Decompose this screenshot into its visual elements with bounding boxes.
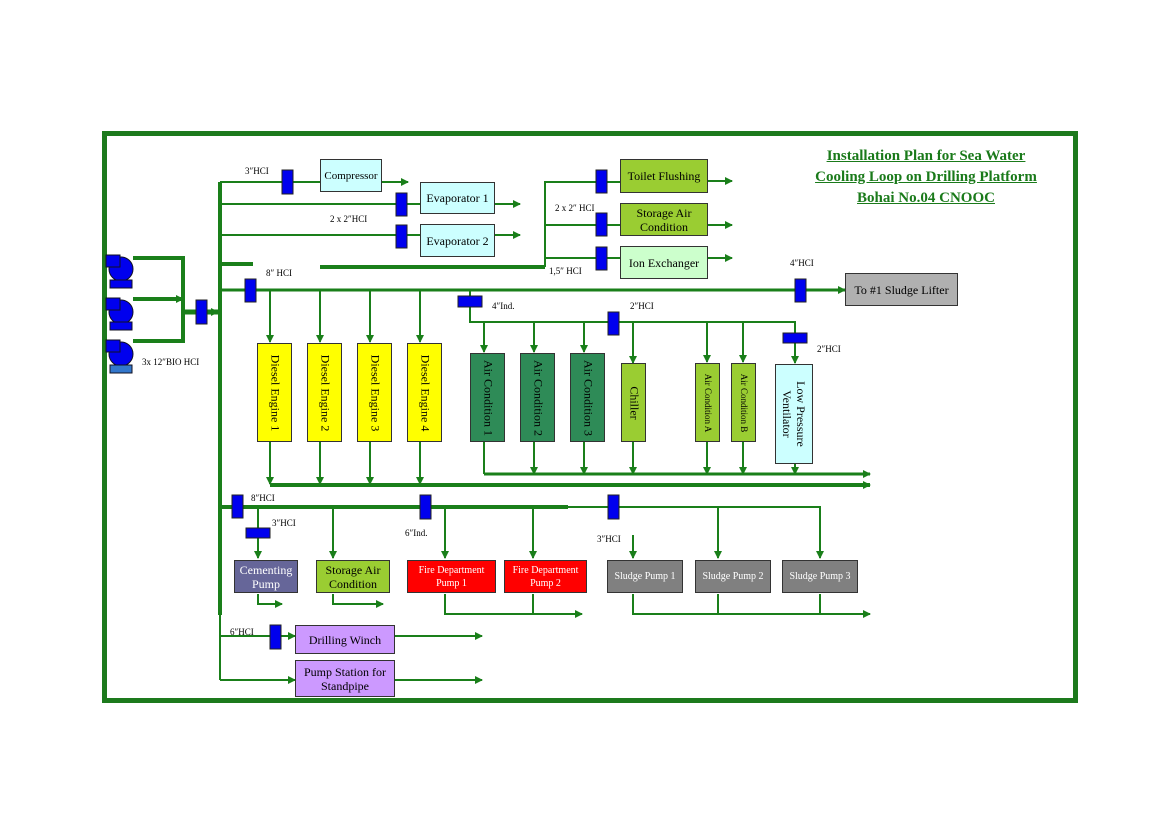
fire-department-pump-2-box: Fire Department Pump 2 — [504, 560, 587, 593]
air-condition-2-label: Air Condition 2 — [531, 359, 545, 436]
fire-department-pump-1-box: Fire Department Pump 1 — [407, 560, 496, 593]
pump-line-3 — [133, 300, 185, 343]
low-pressure-ventilator-box: Low Pressure Ventilator — [775, 364, 813, 464]
sludge-pump-2-box: Sludge Pump 2 — [695, 560, 771, 593]
title-line-2: Cooling Loop on Drilling Platform — [815, 169, 1037, 185]
label-4in-ind: 4″Ind. — [492, 301, 515, 311]
pump-group — [105, 254, 134, 374]
diesel-engine-1-label: Diesel Engine 1 — [268, 354, 282, 431]
label-4in-hci: 4″HCI — [790, 258, 814, 268]
compressor-box: Compressor — [320, 159, 382, 192]
diagram-title: Installation Plan for Sea Water Cooling … — [790, 146, 1062, 209]
cementing-pump-box: Cementing Pump — [234, 560, 298, 593]
label-3in-hci-cementing: 3″HCI — [272, 518, 296, 528]
valve-header — [195, 299, 208, 325]
pump-icon-3 — [105, 339, 134, 374]
sludge-pump-3-box: Sludge Pump 3 — [782, 560, 858, 593]
valve-lpv — [782, 332, 808, 344]
low-pressure-ventilator-label: Low Pressure Ventilator — [780, 381, 808, 447]
label-3in-hci-sludge: 3″HCI — [597, 534, 621, 544]
diesel-engine-2-box: Diesel Engine 2 — [307, 343, 342, 442]
diesel-engine-3-label: Diesel Engine 3 — [368, 354, 382, 431]
diesel-engine-4-label: Diesel Engine 4 — [418, 354, 432, 431]
air-condition-3-box: Air Condition 3 — [570, 353, 605, 442]
pump-line-1 — [133, 256, 185, 312]
label-6in-ind: 6″Ind. — [405, 528, 428, 538]
label-8in-hci-top: 8″ HCI — [266, 268, 292, 278]
diesel-engine-4-box: Diesel Engine 4 — [407, 343, 442, 442]
label-2in-hci-right: 2″HCI — [817, 344, 841, 354]
valve-evap1 — [395, 192, 408, 217]
valve-storage-air-top — [595, 212, 608, 237]
valve-compressor — [281, 169, 294, 195]
chiller-box: Chiller — [621, 363, 646, 442]
diesel-engine-1-box: Diesel Engine 1 — [257, 343, 292, 442]
air-condition-b-box: Air Condition B — [731, 363, 756, 442]
air-condition-b-label: Air Condition B — [738, 373, 749, 432]
pump-icon-2 — [105, 297, 134, 331]
label-1-5in-hci: 1,5″ HCI — [549, 266, 582, 276]
valve-8in — [244, 278, 257, 303]
valve-ion — [595, 246, 608, 271]
valve-cementing — [245, 527, 271, 539]
air-condition-a-box: Air Condition A — [695, 363, 720, 442]
valve-sludge — [607, 494, 620, 520]
air-condition-3-label: Air Condition 3 — [581, 359, 595, 436]
title-line-1: Installation Plan for Sea Water — [826, 148, 1026, 164]
valve-8in-bottom — [231, 494, 244, 519]
air-condition-1-label: Air Condition 1 — [481, 359, 495, 436]
air-condition-a-label: Air Condition A — [702, 373, 713, 432]
evaporator-2-box: Evaporator 2 — [420, 224, 495, 257]
valve-winch — [269, 624, 282, 650]
air-condition-1-box: Air Condition 1 — [470, 353, 505, 442]
label-pumps: 3x 12″BIO HCI — [142, 357, 200, 367]
sludge-lifter-box: To #1 Sludge Lifter — [845, 273, 958, 306]
ion-exchanger-box: Ion Exchanger — [620, 246, 708, 279]
title-line-3: Bohai No.04 CNOOC — [857, 190, 995, 206]
storage-air-condition-top-box: Storage Air Condition — [620, 203, 708, 236]
label-3in-hci-top: 3″HCI — [245, 166, 269, 176]
evaporator-1-box: Evaporator 1 — [420, 182, 495, 214]
valve-ac-2in — [607, 311, 620, 336]
chiller-label: Chiller — [627, 385, 641, 420]
label-2in-hci-mid: 2″HCI — [630, 301, 654, 311]
valve-toilet — [595, 169, 608, 194]
diagram-frame — [102, 131, 1078, 703]
valve-6in — [419, 494, 432, 520]
diesel-engine-3-box: Diesel Engine 3 — [357, 343, 392, 442]
storage-air-condition-bottom-box: Storage Air Condition — [316, 560, 390, 593]
pump-station-standpipe-box: Pump Station for Standpipe — [295, 660, 395, 697]
label-6in-hci-winch: 6″HCI — [230, 627, 254, 637]
valve-sludge-lifter — [794, 278, 807, 303]
label-8in-hci-bottom: 8″HCI — [251, 493, 275, 503]
pump-icon-1 — [105, 254, 134, 289]
air-condition-2-box: Air Condition 2 — [520, 353, 555, 442]
valve-evap2 — [395, 224, 408, 249]
drilling-winch-box: Drilling Winch — [295, 625, 395, 654]
label-2x2in-hci-left: 2 x 2″HCI — [330, 214, 368, 224]
diesel-engine-2-label: Diesel Engine 2 — [318, 354, 332, 431]
sludge-pump-1-box: Sludge Pump 1 — [607, 560, 683, 593]
valve-ac-4in — [457, 295, 483, 308]
toilet-flushing-box: Toilet Flushing — [620, 159, 708, 193]
label-2x2in-hci-right: 2 x 2″ HCI — [555, 203, 595, 213]
